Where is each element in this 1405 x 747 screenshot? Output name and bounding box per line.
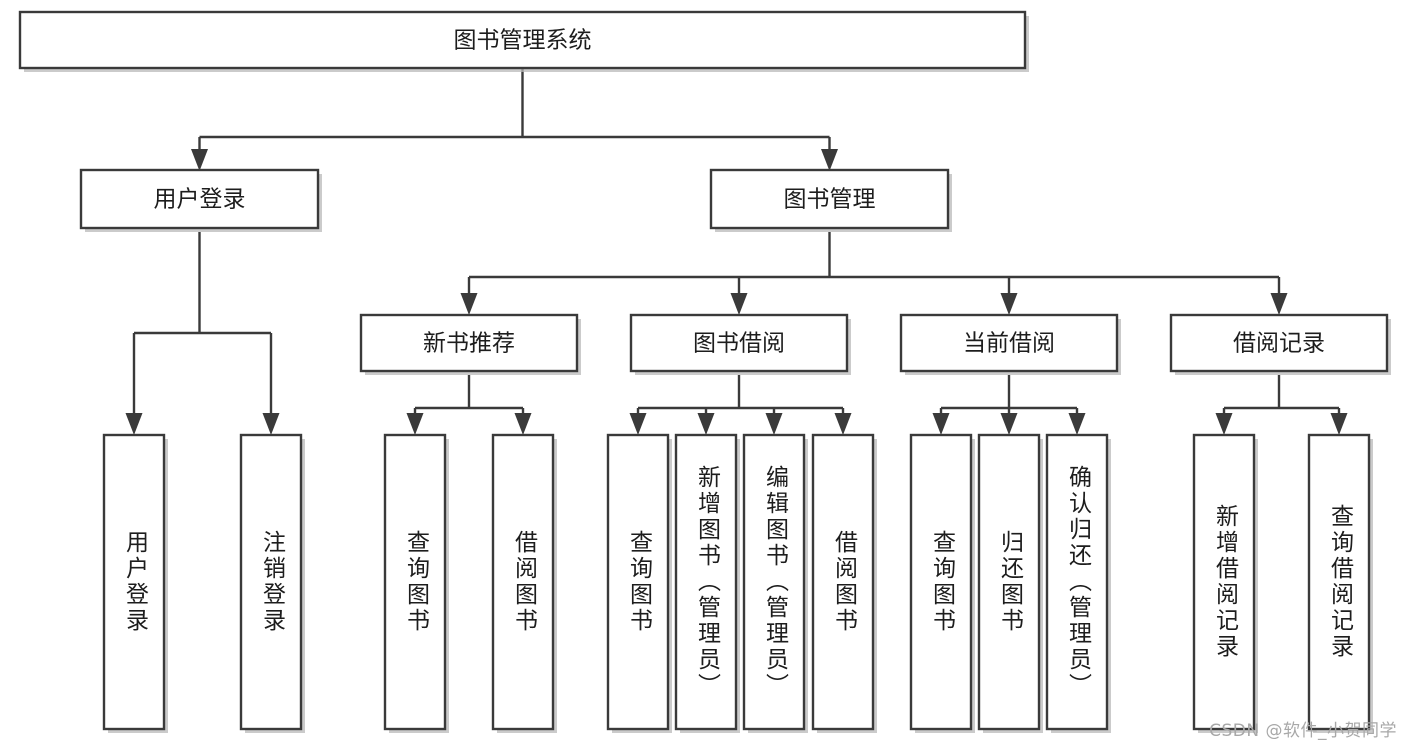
arrow-book-borrow-leaf-1 — [697, 413, 715, 435]
leaf-borrow-record-1-box[interactable] — [1307, 433, 1371, 731]
arrow-borrow-record-leaf-1 — [1330, 413, 1348, 435]
root-node-label: 图书管理系统 — [454, 28, 592, 54]
leaf-user-login-0-box[interactable] — [102, 433, 166, 731]
leaf-new-book-0-box[interactable] — [383, 433, 447, 731]
level3-node-new-book-box[interactable] — [359, 313, 579, 373]
level3-node-new-book-label: 新书推荐 — [423, 331, 515, 357]
arrow-new-book-leaf-1 — [514, 413, 532, 435]
leaf-new-book-1-box[interactable] — [491, 433, 555, 731]
arrow-book-borrow-leaf-2 — [765, 413, 783, 435]
level3-node-current-borrow-box[interactable] — [899, 313, 1119, 373]
leaf-book-borrow-2-box[interactable] — [742, 433, 806, 731]
leaf-borrow-record-0-box[interactable] — [1192, 433, 1256, 731]
arrow-to-book-mgmt — [821, 149, 838, 171]
level3-node-book-borrow-label: 图书借阅 — [693, 331, 785, 357]
nodes-layer: 图书管理系统 用户登录 图书管理 新书推荐 图书借阅 当前借阅 借阅记录 — [18, 10, 1391, 733]
arrow-to-user-login — [191, 149, 208, 171]
arrow-user-login-leaf-1 — [262, 413, 280, 435]
level2-node-user-login-label: 用户登录 — [154, 187, 246, 213]
arrow-book-borrow-leaf-0 — [629, 413, 647, 435]
arrow-user-login-leaf-0 — [125, 413, 143, 435]
level3-node-current-borrow-label: 当前借阅 — [963, 331, 1055, 357]
leaf-book-borrow-3-box[interactable] — [811, 433, 875, 731]
arrow-to-current-borrow — [1000, 293, 1018, 315]
leaf-current-borrow-0-box[interactable] — [909, 433, 973, 731]
level3-node-borrow-record-box[interactable] — [1169, 313, 1389, 373]
arrow-to-book-borrow — [730, 293, 748, 315]
arrow-current-borrow-leaf-0 — [932, 413, 950, 435]
level3-node-borrow-record-label: 借阅记录 — [1233, 331, 1325, 357]
level2-node-user-login-box[interactable] — [79, 168, 320, 230]
arrow-current-borrow-leaf-1 — [1000, 413, 1018, 435]
edges-layer — [125, 68, 1348, 435]
level3-node-book-borrow-box[interactable] — [629, 313, 849, 373]
arrow-new-book-leaf-0 — [406, 413, 424, 435]
csdn-watermark: CSDN @软件_小贺同学 — [1209, 721, 1397, 741]
leaf-book-borrow-0-box[interactable] — [606, 433, 670, 731]
level2-node-book-mgmt-label: 图书管理 — [784, 187, 876, 213]
level2-node-book-mgmt-box[interactable] — [709, 168, 950, 230]
arrow-to-borrow-record — [1270, 293, 1288, 315]
arrow-current-borrow-leaf-2 — [1068, 413, 1086, 435]
leaf-current-borrow-2-box[interactable] — [1045, 433, 1109, 731]
arrow-book-borrow-leaf-3 — [834, 413, 852, 435]
leaf-user-login-1-box[interactable] — [239, 433, 303, 731]
arrow-to-new-book — [460, 293, 478, 315]
leaf-book-borrow-1-box[interactable] — [674, 433, 738, 731]
leaf-current-borrow-1-box[interactable] — [977, 433, 1041, 731]
arrow-borrow-record-leaf-0 — [1215, 413, 1233, 435]
root-node-box[interactable] — [18, 10, 1027, 70]
